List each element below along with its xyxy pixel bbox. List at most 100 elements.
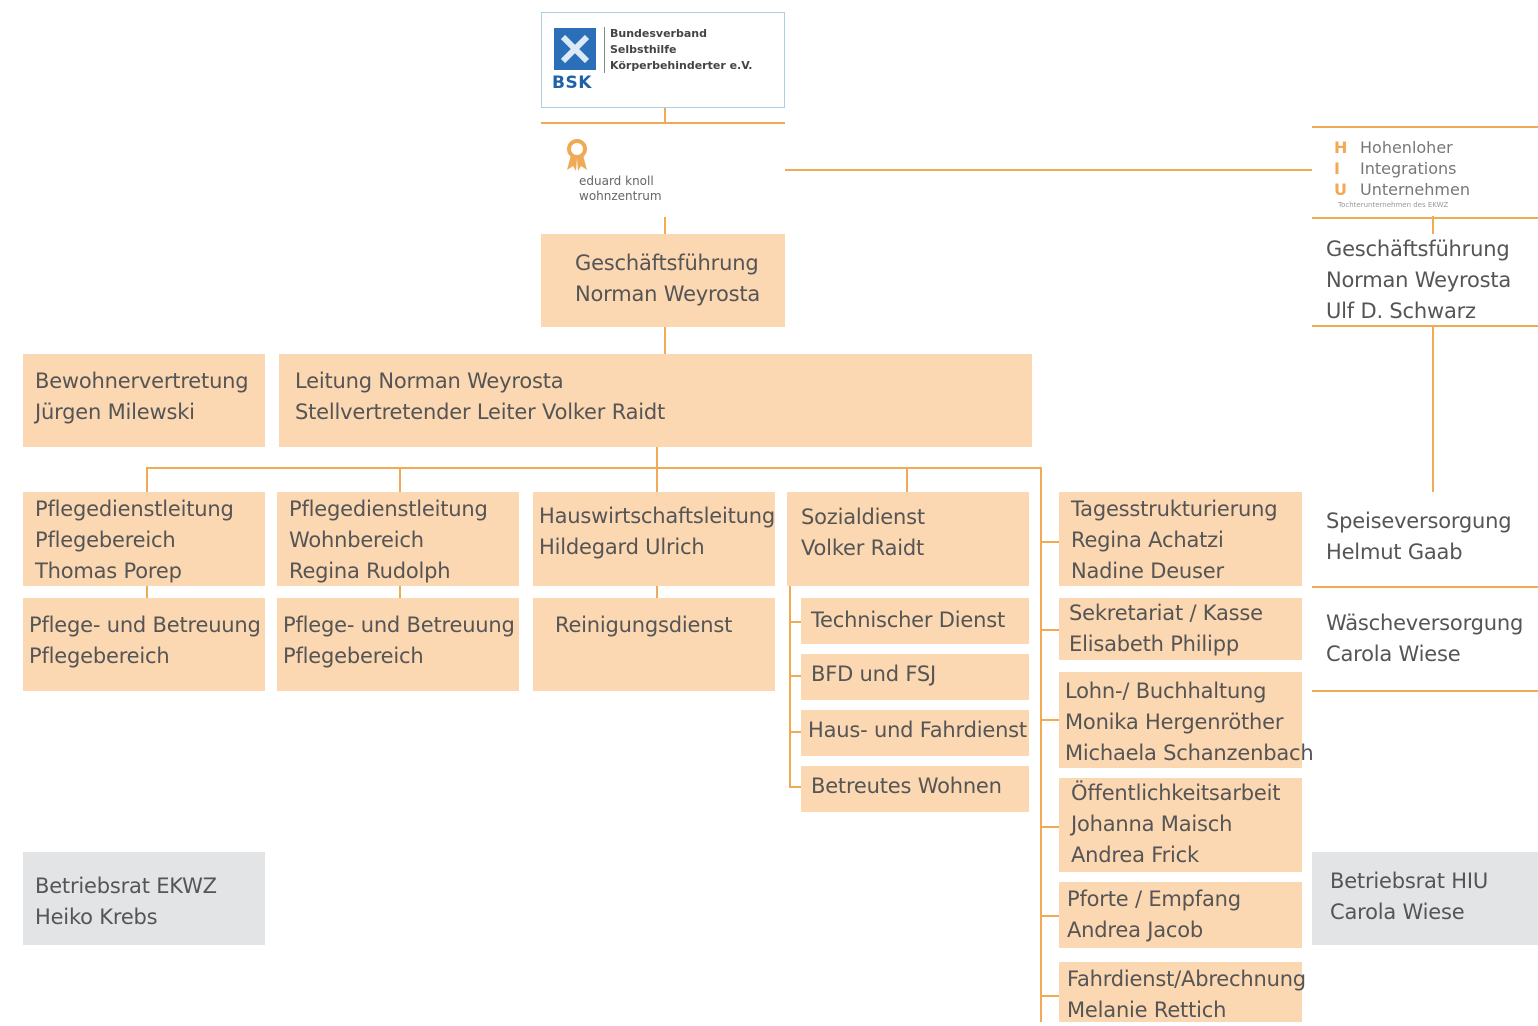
box-line: Geschäftsführung: [1326, 237, 1510, 261]
hiu-letter: H: [1334, 138, 1348, 157]
box-line: Betreutes Wohnen: [811, 774, 1002, 798]
gf-hiu-box: Geschäftsführung Norman Weyrosta Ulf D. …: [1312, 234, 1538, 325]
box-line: Norman Weyrosta: [1326, 268, 1512, 292]
connector: [789, 731, 801, 733]
hauswirtschaft-box: Hauswirtschaftsleitung Hildegard Ulrich: [533, 492, 775, 586]
hiu-word: Hohenloher: [1360, 138, 1453, 157]
hiu-word: Unternehmen: [1360, 180, 1470, 199]
box-line: Helmut Gaab: [1326, 540, 1463, 564]
box-line: Lohn-/ Buchhaltung: [1065, 679, 1267, 703]
box-line: Pflege- und Betreuung: [29, 613, 261, 637]
connector: [789, 786, 801, 788]
box-line: Pforte / Empfang: [1067, 887, 1241, 911]
box-line: Wohnbereich: [289, 528, 424, 552]
gf-ekwz-box: Geschäftsführung Norman Weyrosta: [541, 234, 785, 327]
box-line: Bewohnervertretung: [35, 369, 249, 393]
box-line: Pflegebereich: [35, 528, 176, 552]
connector: [399, 586, 401, 598]
bsk-name-line: Bundesverband: [610, 27, 707, 40]
tagesstrukturierung-box: Tagesstrukturierung Regina Achatzi Nadin…: [1059, 492, 1302, 586]
connector: [664, 108, 666, 124]
hiu-word: Integrations: [1360, 159, 1457, 178]
bsk-logo: BSK Bundesverband Selbsthilfe Körperbehi…: [541, 12, 785, 108]
bsk-name-line: Körperbehinderter e.V.: [610, 59, 753, 72]
reinigungsdienst-box: Reinigungsdienst: [533, 598, 775, 691]
connector: [1312, 690, 1538, 692]
betreutes-wohnen-box: Betreutes Wohnen: [801, 766, 1029, 812]
box-line: Regina Achatzi: [1071, 528, 1224, 552]
box-line: Pflegebereich: [283, 644, 424, 668]
connector: [146, 586, 148, 598]
bfd-fsj-box: BFD und FSJ: [801, 654, 1029, 700]
betriebsrat-ekwz-box: Betriebsrat EKWZ Heiko Krebs: [23, 852, 265, 945]
box-line: Sozialdienst: [801, 505, 925, 529]
box-line: Reinigungsdienst: [555, 613, 733, 637]
box-line: Andrea Frick: [1071, 843, 1199, 867]
fahrdienst-abrechnung-box: Fahrdienst/Abrechnung Melanie Rettich: [1059, 962, 1306, 1022]
box-line: Jürgen Milewski: [35, 400, 195, 424]
box-line: Wäscheversorgung: [1326, 611, 1524, 635]
box-line: Ulf D. Schwarz: [1326, 299, 1476, 323]
connector: [1040, 995, 1059, 997]
technischer-dienst-box: Technischer Dienst: [801, 598, 1029, 644]
connector: [664, 327, 666, 354]
box-line: Johanna Maisch: [1071, 812, 1233, 836]
connector: [789, 621, 801, 623]
box-line: Tagesstrukturierung: [1071, 497, 1278, 521]
bsk-name-line: Selbsthilfe: [610, 43, 677, 56]
box-line: Technischer Dienst: [811, 608, 1006, 632]
rosette-icon: [567, 139, 587, 171]
pdl-wohnbereich-box: Pflegedienstleitung Wohnbereich Regina R…: [277, 492, 519, 586]
sozialdienst-box: Sozialdienst Volker Raidt: [787, 492, 1029, 586]
bewohnervertretung-box: Bewohnervertretung Jürgen Milewski: [23, 354, 265, 447]
connector: [656, 447, 658, 468]
connector: [1040, 915, 1059, 917]
connector: [785, 169, 1312, 171]
haus-fahrdienst-box: Haus- und Fahrdienst: [801, 710, 1029, 756]
box-line: Volker Raidt: [801, 536, 925, 560]
pdl-pflegebereich-box: Pflegedienstleitung Pflegebereich Thomas…: [23, 492, 265, 586]
box-line: Fahrdienst/Abrechnung: [1067, 967, 1306, 991]
connector: [1040, 541, 1059, 543]
connector: [146, 467, 1042, 469]
box-line: Haus- und Fahrdienst: [808, 718, 1027, 742]
lohn-buchhaltung-box: Lohn-/ Buchhaltung Monika Hergenröther M…: [1059, 672, 1314, 768]
connector: [399, 467, 401, 492]
box-line: Pflege- und Betreuung: [283, 613, 515, 637]
box-line: Thomas Porep: [35, 559, 182, 583]
hiu-letter: I: [1334, 159, 1340, 178]
connector: [1040, 467, 1042, 1022]
box-line: Hauswirtschaftsleitung: [539, 504, 776, 528]
box-line: Öffentlichkeitsarbeit: [1071, 781, 1281, 805]
leitung-box: Leitung Norman Weyrosta Stellvertretende…: [279, 354, 1032, 447]
box-line: Heiko Krebs: [35, 905, 158, 929]
box-line: Sekretariat / Kasse: [1069, 601, 1263, 625]
box-line: Betriebsrat EKWZ: [35, 874, 217, 898]
box-line: Andrea Jacob: [1067, 918, 1204, 942]
connector: [1312, 217, 1538, 219]
box-line: Geschäftsführung: [575, 251, 759, 275]
box-line: Pflegebereich: [29, 644, 170, 668]
box-line: Melanie Rettich: [1067, 998, 1227, 1022]
oeffentlichkeitsarbeit-box: Öffentlichkeitsarbeit Johanna Maisch And…: [1059, 778, 1302, 872]
connector: [789, 675, 801, 677]
connector: [1312, 586, 1538, 588]
connector: [789, 586, 791, 788]
ekwz-name: eduard knoll wohnzentrum: [579, 174, 662, 204]
box-line: Michaela Schanzenbach: [1065, 741, 1314, 765]
hiu-row: I Integrations: [1334, 159, 1457, 179]
box-line: Stellvertretender Leiter Volker Raidt: [295, 400, 666, 424]
connector: [906, 467, 908, 492]
box-line: Norman Weyrosta: [575, 282, 761, 306]
box-line: Betriebsrat HIU: [1330, 869, 1488, 893]
connector: [656, 467, 658, 492]
bsk-name: Bundesverband Selbsthilfe Körperbehinder…: [610, 26, 752, 74]
sekretariat-box: Sekretariat / Kasse Elisabeth Philipp: [1059, 598, 1302, 660]
hiu-subline: Tochterunternehmen des EKWZ: [1338, 201, 1449, 209]
bsk-abbreviation: BSK: [552, 73, 592, 93]
ekwz-name-line: wohnzentrum: [579, 189, 662, 203]
box-line: Carola Wiese: [1330, 900, 1465, 924]
divider: [604, 27, 605, 73]
